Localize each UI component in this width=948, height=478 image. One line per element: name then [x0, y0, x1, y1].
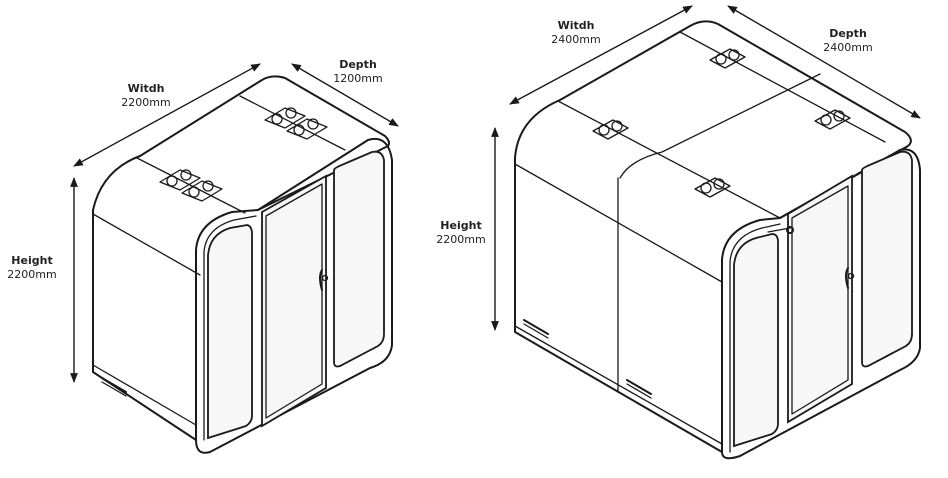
- large-height-value: 2200mm: [436, 233, 485, 246]
- large-pod-left-glass: [733, 233, 779, 448]
- large-pod-side: [514, 157, 723, 453]
- large-width-label: Witdh: [558, 19, 595, 32]
- small-depth-label: Depth: [339, 58, 377, 71]
- large-pod-front-frame: [721, 148, 921, 460]
- small-depth-arrow: [291, 63, 399, 127]
- large-depth-value: 2400mm: [823, 41, 872, 54]
- small-pod-door: [261, 174, 327, 428]
- small-pod-top-face: [92, 75, 390, 211]
- large-width-value: 2400mm: [551, 33, 600, 46]
- large-depth-label: Depth: [829, 27, 867, 40]
- large-pod-top-seam: [557, 100, 781, 219]
- small-pod-right-glass: [333, 150, 385, 368]
- large-pod-door-handle: [845, 267, 849, 289]
- small-pod-front-frame: [195, 138, 393, 454]
- small-width-label: Witdh: [128, 82, 165, 95]
- small-pod-side: [92, 209, 197, 441]
- small-depth-value: 1200mm: [333, 72, 382, 85]
- large-width-arrow: [509, 5, 693, 105]
- small-width-value: 2200mm: [121, 96, 170, 109]
- large-pod-top-face: [514, 20, 912, 219]
- small-pod-ceiling-lights: [159, 107, 328, 202]
- small-height-label: Height: [11, 254, 52, 267]
- small-pod-door-handle: [319, 269, 323, 291]
- small-pod: [92, 75, 393, 454]
- large-pod: [514, 20, 921, 460]
- large-pod-vent-2: [626, 379, 652, 395]
- large-pod-vent-1: [523, 319, 549, 335]
- small-pod-left-glass: [207, 224, 253, 440]
- large-pod-right-glass: [861, 150, 913, 368]
- small-width-arrow: [73, 63, 261, 167]
- small-pod-vent: [101, 377, 127, 393]
- large-height-label: Height: [440, 219, 481, 232]
- small-pod-top-seam: [136, 157, 246, 214]
- large-pod-door: [787, 174, 853, 424]
- small-height-value: 2200mm: [7, 268, 56, 281]
- large-depth-arrow: [727, 5, 921, 119]
